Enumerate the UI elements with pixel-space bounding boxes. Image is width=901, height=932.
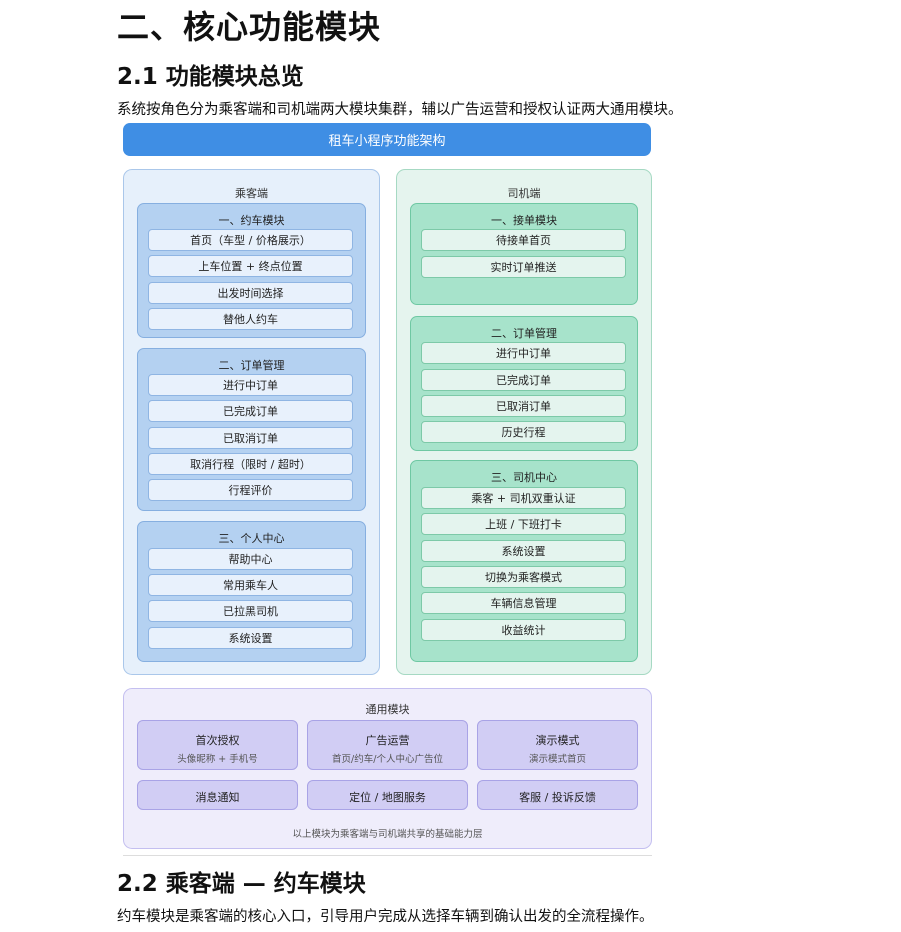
module-item: 出发时间选择: [148, 282, 353, 304]
module-item: 已拉黑司机: [148, 600, 353, 622]
common-card-title: 演示模式: [535, 734, 580, 747]
module-item: 行程评价: [148, 479, 353, 501]
module-item: 已取消订单: [148, 427, 353, 449]
group-title: 二、订单管理: [218, 359, 285, 372]
module-item: 上车位置 + 终点位置: [148, 255, 353, 277]
diagram-banner-label: 租车小程序功能架构: [328, 134, 446, 149]
common-card-auth: 首次授权 头像昵称 + 手机号: [137, 720, 298, 770]
module-item: 替他人约车: [148, 308, 353, 330]
common-card-location: 定位 / 地图服务: [307, 780, 468, 810]
page-heading: 二、核心功能模块: [117, 8, 382, 46]
section-intro-2-2: 约车模块是乘客端的核心入口，引导用户完成从选择车辆到确认出发的全流程操作。: [117, 909, 654, 925]
module-item: 实时订单推送: [421, 256, 626, 278]
common-card-subtitle: 首页/约车/个人中心广告位: [332, 754, 443, 765]
module-item: 收益统计: [421, 619, 626, 641]
common-card-subtitle: 头像昵称 + 手机号: [177, 754, 258, 765]
passenger-group-orders: 二、订单管理 进行中订单 已完成订单 已取消订单 取消行程（限时 / 超时） 行…: [137, 348, 366, 511]
section-divider: [123, 855, 652, 856]
common-note: 以上模块为乘客端与司机端共享的基础能力层: [292, 829, 483, 840]
common-card-title: 消息通知: [195, 791, 240, 804]
driver-panel-title: 司机端: [507, 187, 541, 200]
driver-panel: 司机端 一、接单模块 待接单首页 实时订单推送 二、订单管理 进行中订单 已完成…: [396, 169, 652, 675]
common-card-demo: 演示模式 演示模式首页: [477, 720, 638, 770]
group-title: 三、个人中心: [218, 532, 285, 545]
passenger-group-booking: 一、约车模块 首页（车型 / 价格展示） 上车位置 + 终点位置 出发时间选择 …: [137, 203, 366, 338]
module-item: 进行中订单: [421, 342, 626, 364]
common-card-support: 客服 / 投诉反馈: [477, 780, 638, 810]
module-item: 已完成订单: [421, 369, 626, 391]
module-item: 待接单首页: [421, 229, 626, 251]
common-card-title: 首次授权: [195, 734, 240, 747]
driver-group-orders: 二、订单管理 进行中订单 已完成订单 已取消订单 历史行程: [410, 316, 638, 451]
module-item: 常用乘车人: [148, 574, 353, 596]
common-panel-title: 通用模块: [365, 703, 410, 716]
passenger-panel-title: 乘客端: [235, 187, 268, 200]
common-card-title: 定位 / 地图服务: [349, 791, 426, 804]
section-title-2-2: 2.2 乘客端 — 约车模块: [117, 871, 366, 897]
module-item: 取消行程（限时 / 超时）: [148, 453, 353, 475]
passenger-panel: 乘客端 一、约车模块 首页（车型 / 价格展示） 上车位置 + 终点位置 出发时…: [123, 169, 380, 675]
common-card-ads: 广告运营 首页/约车/个人中心广告位: [307, 720, 468, 770]
common-card-title: 客服 / 投诉反馈: [519, 791, 596, 804]
passenger-group-profile: 三、个人中心 帮助中心 常用乘车人 已拉黑司机 系统设置: [137, 521, 366, 662]
diagram-banner: 租车小程序功能架构: [123, 123, 651, 156]
section-intro-2-1: 系统按角色分为乘客端和司机端两大模块集群，辅以广告运营和授权认证两大通用模块。: [117, 102, 683, 118]
group-title: 一、接单模块: [491, 214, 557, 227]
module-item: 系统设置: [421, 540, 626, 562]
module-item: 车辆信息管理: [421, 592, 626, 614]
driver-group-center: 三、司机中心 乘客 + 司机双重认证 上班 / 下班打卡 系统设置 切换为乘客模…: [410, 460, 638, 662]
module-item: 已完成订单: [148, 400, 353, 422]
driver-group-accept: 一、接单模块 待接单首页 实时订单推送: [410, 203, 638, 305]
module-item: 帮助中心: [148, 548, 353, 570]
section-title-2-1: 2.1 功能模块总览: [117, 64, 304, 90]
module-item: 乘客 + 司机双重认证: [421, 487, 626, 509]
module-item: 进行中订单: [148, 374, 353, 396]
common-panel: 通用模块 首次授权 头像昵称 + 手机号 广告运营 首页/约车/个人中心广告位 …: [123, 688, 652, 849]
common-card-subtitle: 演示模式首页: [528, 754, 586, 765]
module-item: 首页（车型 / 价格展示）: [148, 229, 353, 251]
module-item: 历史行程: [421, 421, 626, 443]
group-title: 三、司机中心: [491, 471, 557, 484]
group-title: 一、约车模块: [218, 214, 285, 227]
group-title: 二、订单管理: [491, 327, 557, 340]
common-card-title: 广告运营: [365, 734, 410, 747]
common-card-notify: 消息通知: [137, 780, 298, 810]
module-item: 切换为乘客模式: [421, 566, 626, 588]
module-item: 已取消订单: [421, 395, 626, 417]
module-item: 系统设置: [148, 627, 353, 649]
module-item: 上班 / 下班打卡: [421, 513, 626, 535]
